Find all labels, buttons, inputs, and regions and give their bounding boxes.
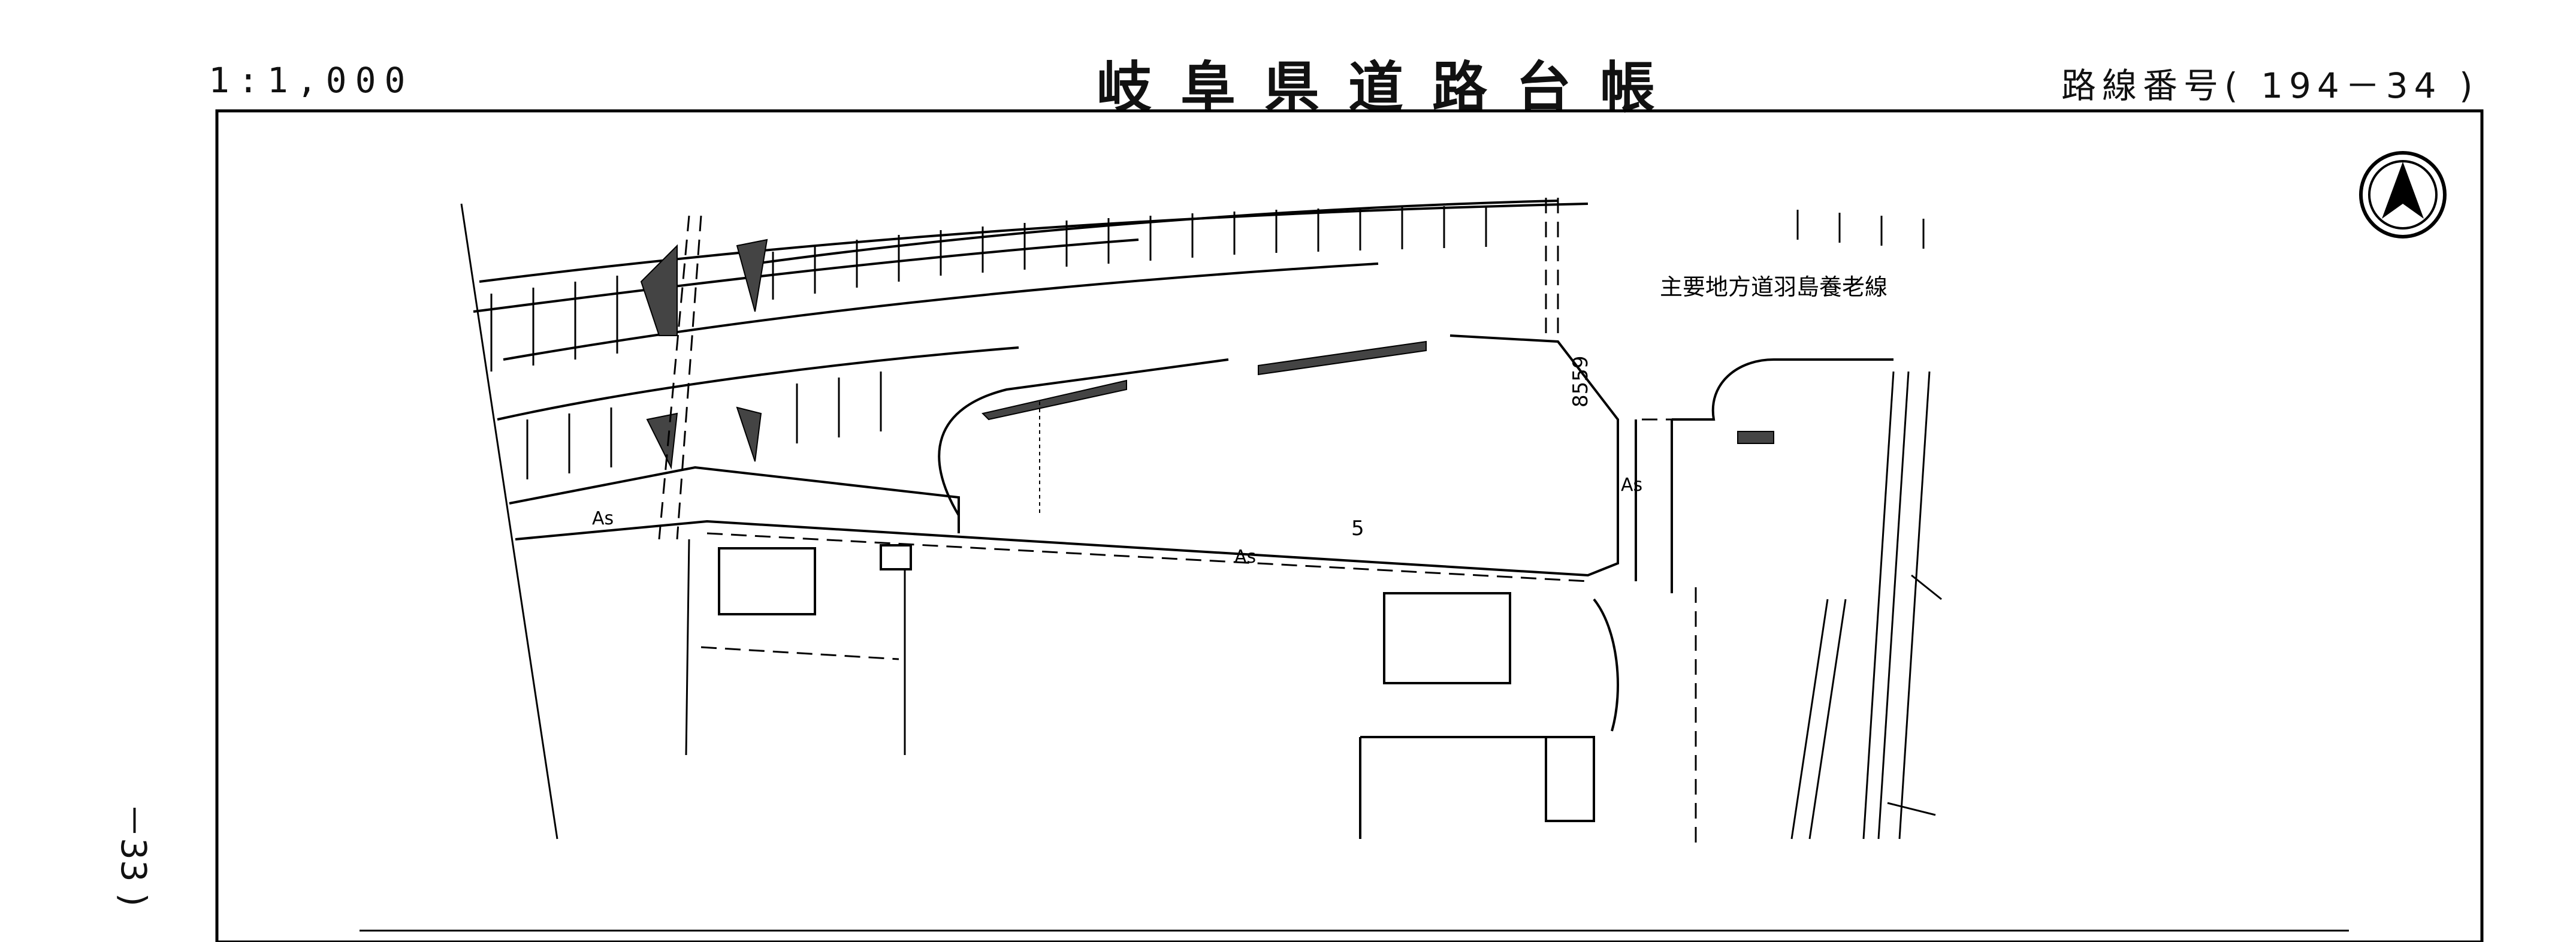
pavement-label-left: As	[592, 508, 614, 529]
road-width-label: 5	[1351, 517, 1364, 541]
map-frame	[215, 109, 2484, 942]
map-scale: 1:1,000	[209, 60, 414, 101]
north-arrow-icon	[2359, 151, 2447, 238]
road-outline	[509, 334, 1894, 732]
page-title: 岐阜県道路台帳	[1097, 56, 1684, 120]
upper-embankment	[473, 200, 1589, 421]
crosshatch-areas	[640, 238, 1774, 470]
route-number: 路線番号( 194－34 )	[2061, 65, 2479, 106]
left-diagonal-line	[460, 203, 558, 840]
pavement-label-center: As	[1234, 547, 1257, 567]
road-name-label: 主要地方道羽島養老線	[1660, 274, 1888, 300]
pavement-label-right: As	[1621, 475, 1643, 496]
embankment-ticks	[490, 206, 1925, 479]
left-vertical-line	[685, 539, 690, 756]
boundary-lines	[658, 198, 1697, 851]
buildings	[718, 544, 1595, 839]
right-side-ditch	[1790, 371, 1942, 840]
benchmark-label: 8559	[1569, 355, 1593, 407]
